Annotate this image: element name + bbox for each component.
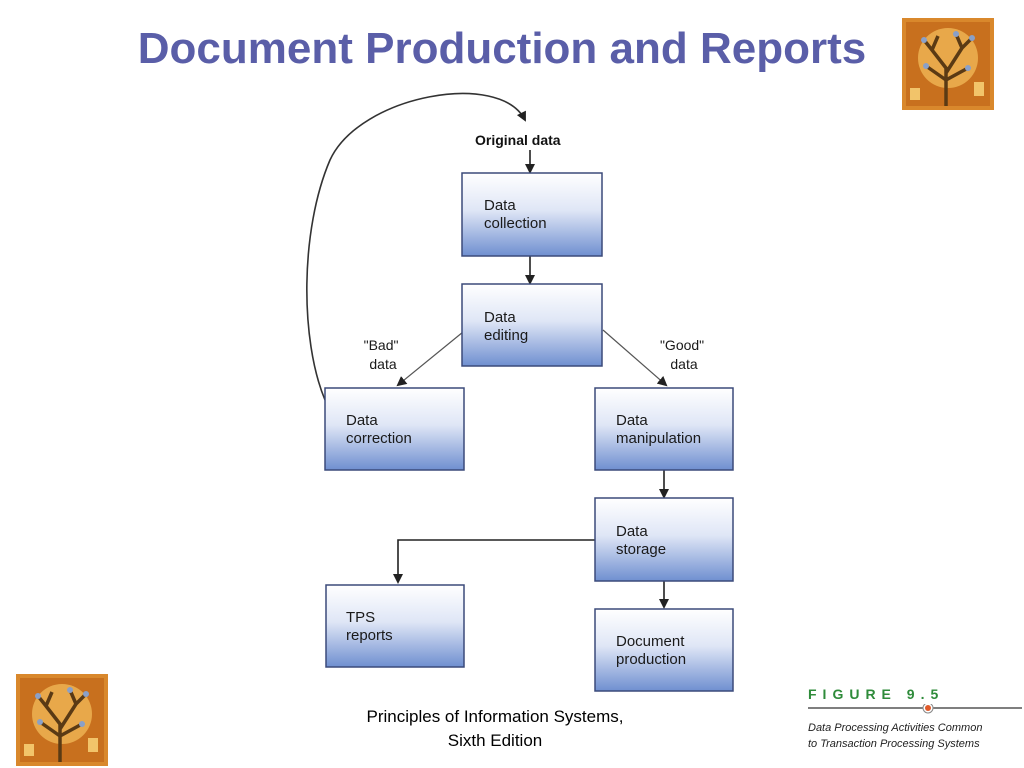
arrow-editing-to-correction: [396, 331, 464, 387]
footer-line-2: Sixth Edition: [447, 731, 543, 750]
arrow-editing-to-manipulation: [602, 329, 668, 387]
bad-data-label: "Bad" data: [364, 337, 403, 372]
figure-caption: FIGURE 9.5 Data Processing Activities Co…: [808, 686, 1024, 752]
feedback-arrow: [306, 92, 526, 401]
original-data-label: Original data: [475, 132, 561, 148]
tree-logo-icon: [16, 674, 108, 766]
good-data-label: "Good" data: [660, 337, 708, 372]
slide-title-text: Document Production and Reports: [137, 24, 867, 73]
tree-logo-icon: [902, 18, 994, 110]
footer-line-1: Principles of Information Systems,: [366, 707, 624, 726]
figure-rule: [808, 704, 1022, 714]
footer-citation: Principles of Information Systems, Sixth…: [330, 705, 660, 753]
arrow-storage-to-tps: [393, 539, 596, 584]
figure-description: Data Processing Activities Common to Tra…: [808, 722, 983, 750]
slide-title: Document Production and Reports: [0, 24, 1024, 74]
figure-label: FIGURE 9.5: [808, 686, 945, 702]
